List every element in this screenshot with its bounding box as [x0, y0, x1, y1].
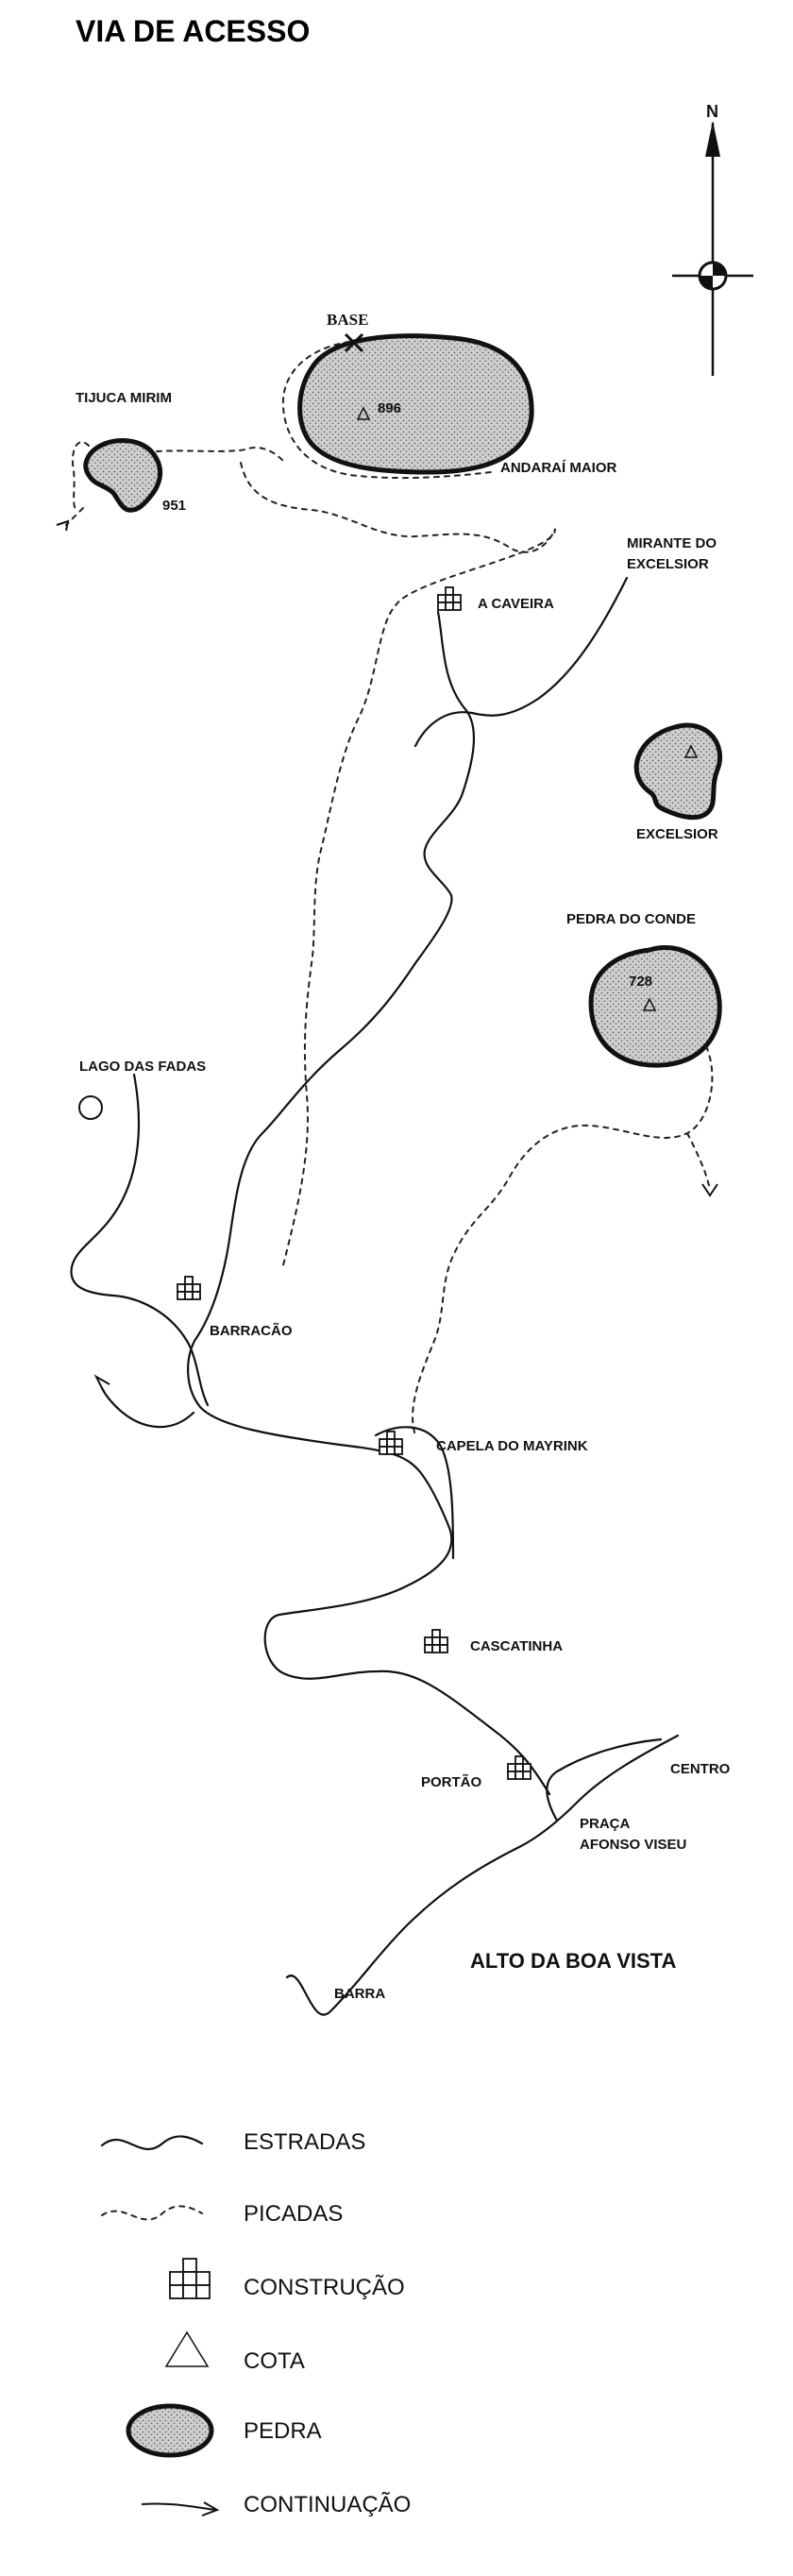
base-marker-icon — [344, 332, 364, 353]
label-alto-da-boa-vista: ALTO DA BOA VISTA — [470, 1949, 676, 1973]
trail-conde-continuation — [686, 1132, 711, 1191]
map-title: VIA DE ACESSO — [76, 14, 310, 48]
trail-tijuca-to-andarai — [156, 446, 284, 462]
trail-tijuca-loop — [72, 441, 90, 511]
trail-main-north-south — [240, 462, 557, 1266]
legend-building-icon — [169, 2258, 211, 2299]
trail-andarai-loop — [281, 341, 492, 480]
label-praca-line1: PRAÇA — [580, 1816, 631, 1832]
legend-label-cota: COTA — [244, 2348, 305, 2374]
legend-continuation-swatch — [141, 2502, 216, 2511]
legend-road-swatch — [100, 2135, 204, 2150]
continuation-arrow-icon — [56, 519, 70, 532]
rock-andarai-maior — [297, 333, 534, 475]
legend-label-estradas: ESTRADAS — [244, 2129, 365, 2155]
label-barracao: BARRACÃO — [210, 1322, 293, 1339]
label-tijuca-mirim-elev: 951 — [162, 498, 186, 514]
label-cascatinha: CASCATINHA — [470, 1638, 563, 1654]
road-centro — [546, 1737, 663, 1822]
building-icon — [507, 1755, 531, 1780]
rock-excelsior — [633, 722, 723, 821]
label-excelsior: EXCELSIOR — [636, 826, 718, 842]
compass-rose: N — [672, 102, 753, 376]
label-tijuca-mirim: TIJUCA MIRIM — [76, 390, 172, 406]
lake-icon — [78, 1095, 103, 1120]
north-label: N — [706, 102, 718, 121]
label-pedra-do-conde: PEDRA DO CONDE — [566, 911, 696, 927]
legend-label-picadas: PICADAS — [244, 2201, 343, 2227]
elevation-marker-icon — [356, 406, 371, 420]
label-andarai-elev: 896 — [378, 400, 401, 416]
building-icon — [424, 1629, 448, 1653]
label-mirante-line2: EXCELSIOR — [627, 556, 709, 572]
continuation-arrow-icon — [701, 1183, 718, 1197]
road-to-barra — [285, 1734, 680, 2016]
legend-trail-swatch — [101, 2205, 203, 2221]
road-excelsior-to-caveira — [413, 576, 629, 748]
road-lago-das-fadas — [70, 1073, 210, 1407]
label-base: BASE — [327, 311, 368, 329]
building-icon — [177, 1276, 201, 1300]
rock-pedra-do-conde — [588, 944, 722, 1068]
legend-rock-swatch — [126, 2403, 214, 2458]
label-a-caveira: A CAVEIRA — [478, 596, 554, 612]
continuation-arrow-icon — [93, 1374, 110, 1389]
legend-label-construcao: CONSTRUÇÃO — [244, 2275, 405, 2300]
road-to-barracao-continuation — [100, 1386, 195, 1429]
roads — [70, 576, 680, 2016]
label-andarai-maior: ANDARAÍ MAIOR — [500, 460, 616, 476]
legend: ESTRADAS PICADAS CONSTRUÇÃO COTA PEDRA C… — [100, 2129, 411, 2517]
label-lago-das-fadas: LAGO DAS FADAS — [79, 1059, 206, 1075]
label-praca-line2: AFONSO VISEU — [580, 1837, 686, 1853]
road-main-north-south — [187, 610, 551, 1796]
rock-tijuca-mirim — [83, 438, 163, 513]
legend-elevation-icon — [164, 2330, 210, 2367]
building-icon — [437, 586, 462, 611]
building-icon — [379, 1431, 403, 1455]
road-capela-loop — [374, 1426, 455, 1560]
elevation-marker-icon — [683, 744, 699, 758]
north-arrow-icon — [705, 121, 720, 157]
legend-continuation-arrow-icon — [201, 2501, 220, 2517]
elevation-marker-icon — [642, 997, 657, 1011]
label-pedra-do-conde-elev: 728 — [629, 974, 652, 990]
label-portao: PORTÃO — [421, 1773, 482, 1790]
trail-conde-to-capela — [412, 1045, 714, 1436]
label-mirante-line1: MIRANTE DO — [627, 535, 717, 551]
label-centro: CENTRO — [670, 1761, 731, 1777]
label-barra: BARRA — [334, 1986, 385, 2002]
label-capela-do-mayrink: CAPELA DO MAYRINK — [436, 1438, 588, 1454]
legend-label-continuacao: CONTINUAÇÃO — [244, 2492, 411, 2517]
legend-label-pedra: PEDRA — [244, 2418, 322, 2444]
